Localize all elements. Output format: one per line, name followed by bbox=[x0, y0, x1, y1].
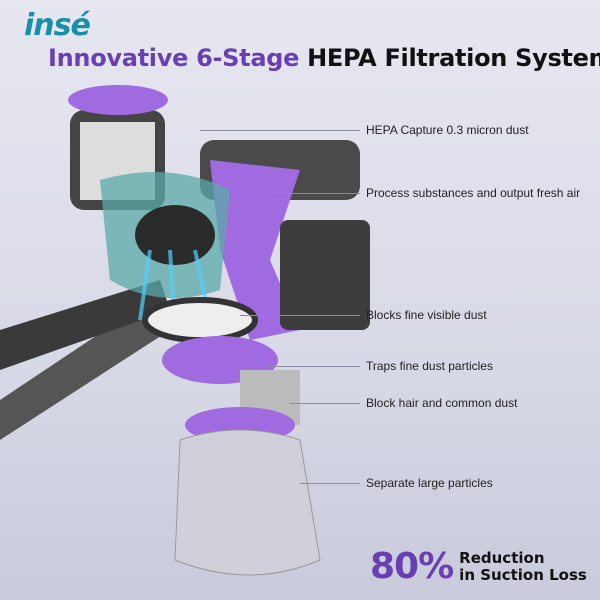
mesh-filter bbox=[142, 297, 258, 343]
wand-handle bbox=[0, 280, 170, 370]
leader-line bbox=[300, 483, 360, 484]
label-hair: Block hair and common dust bbox=[366, 396, 518, 410]
leader-line bbox=[290, 403, 360, 404]
label-fine-particles: Traps fine dust particles bbox=[366, 359, 493, 373]
label-fine-visible: Blocks fine visible dust bbox=[366, 308, 487, 322]
page-title: Innovative 6-Stage HEPA Filtration Syste… bbox=[48, 44, 600, 72]
stat-value: 80% bbox=[370, 546, 454, 587]
leader-line bbox=[270, 193, 360, 194]
stat-line1: Reduction bbox=[459, 548, 545, 567]
label-process: Process substances and output fresh air bbox=[366, 186, 581, 200]
leader-line bbox=[200, 130, 360, 131]
leader-line bbox=[240, 315, 360, 316]
stat-line2: in Suction Loss bbox=[459, 565, 587, 584]
brand-logo: insé bbox=[24, 8, 91, 43]
cyclone-mesh bbox=[135, 205, 215, 265]
label-hepa: HEPA Capture 0.3 micron dust bbox=[366, 123, 529, 137]
title-main: HEPA Filtration System bbox=[307, 44, 600, 72]
hepa-cap bbox=[68, 85, 168, 115]
label-large: Separate large particles bbox=[366, 476, 493, 490]
title-accent: Innovative 6-Stage bbox=[48, 44, 300, 72]
dust-bin bbox=[174, 429, 321, 576]
battery bbox=[280, 220, 370, 330]
leader-line bbox=[270, 366, 360, 367]
wand-tube bbox=[0, 300, 170, 440]
purple-handle bbox=[210, 160, 300, 340]
